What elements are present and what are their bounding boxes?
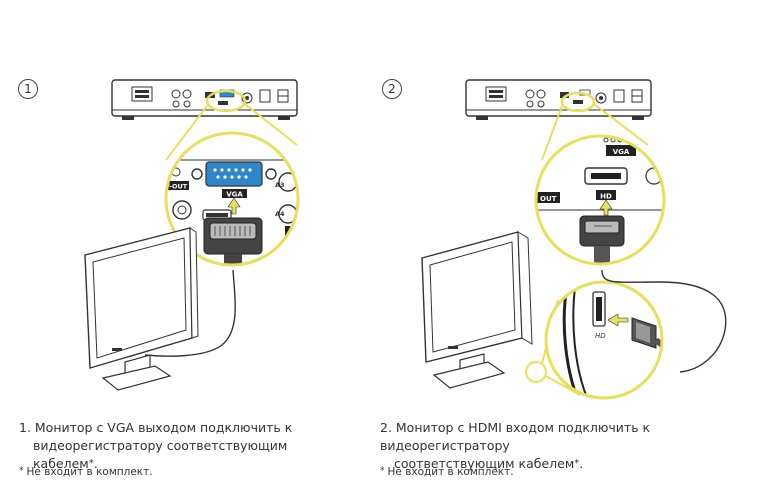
monitor-icon <box>421 231 533 389</box>
footnote-mark: * <box>574 458 580 469</box>
note-text: Не входит в комплект. <box>387 466 514 478</box>
hd-port-label: HD <box>600 193 612 201</box>
footnote-mark: * <box>88 458 94 469</box>
vout-label: V-OUT <box>165 183 188 191</box>
note-mark: * <box>19 466 24 476</box>
step-2-note: *Не входит в комплект. <box>380 466 514 478</box>
caption-line-2: соответствующим кабелем <box>394 456 575 471</box>
monitor-icon <box>84 227 199 391</box>
step-number: 2 <box>382 79 402 99</box>
step-2-panel: 2 <box>380 0 760 491</box>
out-bottom-label: OUT <box>540 195 557 203</box>
monitor-hd-label: HD <box>595 332 606 340</box>
a3-label: A3 <box>275 181 285 189</box>
step-number: 1 <box>18 79 38 99</box>
hdmi-connection-illustration: OUT VGA OUT HD <box>421 79 727 400</box>
note-text: Не входит в комплект. <box>26 466 153 478</box>
step-1-note: *Не входит в комплект. <box>19 466 153 478</box>
caption-line-1: 2. Монитор с HDMI входом подключить к ви… <box>380 420 651 453</box>
step-2-caption: 2. Монитор с HDMI входом подключить к ви… <box>380 420 651 471</box>
caption-line-1: 1. Монитор с VGA выходом подключить к <box>19 420 293 435</box>
vga-connection-illustration: VGA V-OUT A3 A4 A <box>84 79 300 391</box>
step-1-panel: 1 <box>18 79 300 478</box>
step-1-caption: 1. Монитор с VGA выходом подключить к ви… <box>19 420 293 471</box>
a4-label: A4 <box>275 210 285 218</box>
vga-port-label: VGA <box>226 191 243 199</box>
dvr-recorder-icon <box>111 79 298 120</box>
vga-label: VGA <box>613 148 630 156</box>
caption-line-2: видеорегистратору соответствующим кабеле… <box>33 438 288 471</box>
note-mark: * <box>380 466 385 476</box>
